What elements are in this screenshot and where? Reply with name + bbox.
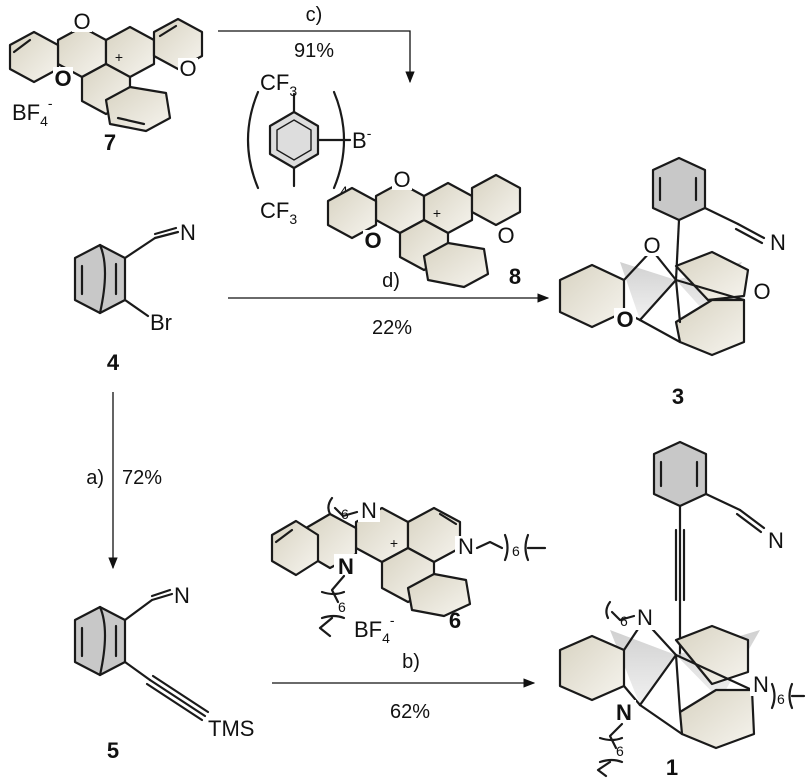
ring-oxygen-right: O: [179, 56, 196, 81]
ring-oxygen-right: O: [497, 223, 514, 248]
counterion-label: BF4-: [12, 95, 53, 129]
positive-charge: +: [390, 535, 398, 551]
positive-charge: +: [115, 49, 123, 65]
hexyl-chain-top: 6: [341, 506, 349, 522]
ring-oxygen-top: O: [73, 9, 90, 34]
bromine: Br: [150, 310, 172, 335]
compound-1: N N N N 6 6 6 1: [558, 440, 806, 778]
compound-number: 7: [104, 130, 116, 155]
arrow-c: c) 91%: [218, 4, 415, 84]
nitrile-nitrogen: N: [180, 220, 196, 245]
compound-5: N TMS 5: [73, 583, 254, 763]
compound-3: N O O O 3: [558, 156, 786, 409]
hexyl-chain-top: 6: [620, 613, 628, 629]
reagent-label-c: c): [306, 4, 323, 26]
ring-nitrogen-top: N: [361, 498, 377, 523]
compound-number: 3: [672, 384, 684, 409]
ring-nitrogen-left: N: [338, 554, 354, 579]
compound-4: N Br 4: [73, 220, 196, 375]
yield-d: 22%: [372, 317, 412, 339]
compound-number: 6: [449, 608, 461, 633]
compound-6: N N N + 6 6 6 BF4- 6: [270, 496, 547, 646]
nitrile-nitrogen: N: [174, 583, 190, 608]
tms-group: TMS: [208, 716, 254, 741]
hexyl-chain-left: 6: [338, 599, 346, 615]
reagent-label-d: d): [382, 270, 400, 292]
yield-c: 91%: [294, 40, 334, 62]
yield-b: 62%: [390, 701, 430, 723]
compound-number: 4: [107, 350, 120, 375]
ring-oxygen-left: O: [54, 66, 71, 91]
hexyl-chain-left: 6: [616, 743, 624, 759]
nitrile-nitrogen: N: [770, 230, 786, 255]
ring-oxygen-right: O: [753, 279, 770, 304]
ring-nitrogen-left: N: [616, 700, 632, 725]
ring-nitrogen-top: N: [637, 605, 653, 630]
ring-oxygen-top: O: [643, 233, 660, 258]
hexyl-chain-right: 6: [777, 691, 785, 707]
compound-8: CF3 CF3 B- 4 O O O + 8: [246, 70, 521, 289]
cf3-top: CF3: [260, 70, 297, 99]
positive-charge: +: [433, 205, 441, 221]
compound-number: 8: [509, 264, 521, 289]
arrow-a: a) 72%: [86, 392, 162, 570]
reagent-label-a: a): [86, 467, 104, 489]
compound-7: O O O + BF4- 7: [8, 9, 204, 155]
compound-number: 5: [107, 738, 119, 763]
hexyl-chain-right: 6: [512, 543, 520, 559]
ring-oxygen-left: O: [364, 228, 381, 253]
arrow-b: b) 62%: [272, 651, 536, 723]
ring-oxygen-top: O: [393, 167, 410, 192]
nitrile-nitrogen: N: [768, 528, 784, 553]
arrow-d: d) 22%: [228, 270, 550, 339]
reagent-label-b: b): [402, 651, 420, 673]
yield-a: 72%: [122, 467, 162, 489]
cf3-bottom: CF3: [260, 198, 297, 227]
compound-number: 1: [666, 755, 678, 778]
ring-oxygen-left: O: [616, 307, 633, 332]
ring-nitrogen-right: N: [753, 672, 769, 697]
counterion-label: BF4-: [354, 612, 395, 646]
aryl-count: 4: [340, 183, 348, 199]
borate-boron: B-: [352, 125, 372, 153]
ring-nitrogen-right: N: [458, 534, 474, 559]
